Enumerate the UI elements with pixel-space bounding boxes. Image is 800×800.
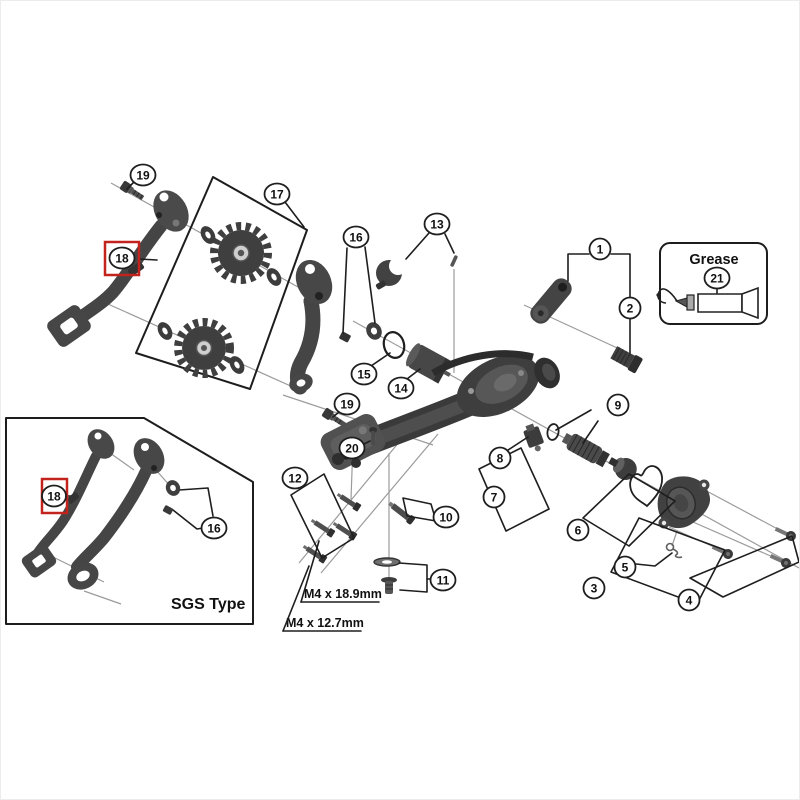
cable-fixing-clamp bbox=[523, 423, 544, 452]
svg-text:7: 7 bbox=[491, 491, 498, 505]
callout-1: 1 bbox=[588, 237, 612, 261]
cage-stopper-screw bbox=[373, 557, 401, 594]
sgs-inner-plate bbox=[21, 429, 115, 578]
bolt-size-long-label: M4 x 18.9mm bbox=[304, 587, 382, 601]
svg-text:3: 3 bbox=[591, 582, 598, 596]
callout-2: 2 bbox=[618, 296, 642, 320]
svg-text:9: 9 bbox=[615, 399, 622, 413]
grease-label: Grease bbox=[689, 252, 738, 268]
grease-tube-icon bbox=[656, 286, 759, 320]
callout-21: 21 bbox=[703, 266, 731, 290]
callout-10: 10 bbox=[432, 505, 460, 529]
svg-text:17: 17 bbox=[270, 188, 284, 202]
bolt-size-labels: M4 x 18.9mm M4 x 12.7mm bbox=[282, 540, 382, 632]
svg-text:2: 2 bbox=[627, 302, 634, 316]
adjust-screw bbox=[369, 427, 377, 445]
callout-4: 4 bbox=[677, 588, 701, 612]
callout-18-sgs: 18 bbox=[41, 484, 67, 508]
svg-text:4: 4 bbox=[686, 594, 693, 608]
svg-text:19: 19 bbox=[340, 398, 354, 412]
wire-clip bbox=[665, 542, 683, 559]
pulley-washers bbox=[157, 226, 282, 374]
spring-barrel bbox=[561, 433, 610, 468]
callout-3: 3 bbox=[582, 576, 606, 600]
svg-text:16: 16 bbox=[349, 231, 363, 245]
plug-knob bbox=[608, 457, 637, 480]
cover-gasket bbox=[629, 465, 663, 508]
stroke-bolt bbox=[388, 501, 415, 525]
svg-text:14: 14 bbox=[394, 382, 408, 396]
lower-pulley bbox=[174, 318, 234, 378]
snap-ring bbox=[382, 331, 406, 359]
svg-text:12: 12 bbox=[288, 472, 302, 486]
cable-guide bbox=[375, 257, 407, 290]
callout-7: 7 bbox=[482, 485, 506, 509]
callout-16-sgs: 16 bbox=[200, 516, 228, 540]
svg-text:18: 18 bbox=[47, 490, 61, 504]
callout-20: 20 bbox=[338, 436, 366, 460]
grease-box: Grease bbox=[656, 242, 768, 325]
bracket-axle-link bbox=[530, 278, 572, 324]
upper-pulley bbox=[210, 222, 272, 284]
svg-text:21: 21 bbox=[710, 272, 724, 286]
svg-text:1: 1 bbox=[597, 243, 604, 257]
svg-text:6: 6 bbox=[575, 524, 582, 538]
plate-screw-top bbox=[119, 181, 145, 201]
callouts: 1 2 3 4 5 6 7 8 9 10 11 12 13 14 15 16 1… bbox=[41, 163, 731, 612]
sgs-plate-washer bbox=[165, 480, 181, 496]
outer-plate bbox=[289, 259, 333, 395]
plate-bushing bbox=[339, 331, 351, 343]
bolt-size-short-label: M4 x 12.7mm bbox=[286, 616, 364, 630]
svg-text:20: 20 bbox=[345, 442, 359, 456]
axis-lines bbox=[52, 182, 799, 605]
callout-8: 8 bbox=[488, 446, 512, 470]
callout-14: 14 bbox=[387, 376, 415, 400]
callout-19-top: 19 bbox=[129, 163, 157, 187]
guide-pin bbox=[450, 255, 458, 267]
sgs-outer-plate bbox=[67, 438, 165, 590]
callout-12: 12 bbox=[281, 466, 309, 490]
cover-screw-c bbox=[769, 554, 791, 568]
cover-screw-a bbox=[711, 545, 733, 559]
callout-18-top: 18 bbox=[108, 246, 136, 270]
bracket-bolt bbox=[610, 346, 643, 373]
sgs-plate-bushing bbox=[162, 505, 174, 515]
callout-17: 17 bbox=[263, 182, 291, 206]
sgs-type-label: SGS Type bbox=[171, 596, 245, 613]
highlight-box-18-top bbox=[103, 240, 141, 277]
callout-leaders bbox=[66, 181, 799, 605]
o-ring bbox=[546, 423, 560, 441]
callout-15: 15 bbox=[350, 362, 378, 386]
callout-6: 6 bbox=[566, 518, 590, 542]
svg-text:16: 16 bbox=[207, 522, 221, 536]
pulley-group-box bbox=[135, 176, 308, 390]
svg-text:18: 18 bbox=[115, 252, 129, 266]
cover-unit bbox=[657, 476, 711, 529]
inner-plate bbox=[47, 190, 189, 347]
svg-text:19: 19 bbox=[136, 169, 150, 183]
svg-text:11: 11 bbox=[437, 574, 450, 588]
svg-text:10: 10 bbox=[439, 511, 453, 525]
callout-13: 13 bbox=[423, 212, 451, 236]
svg-text:13: 13 bbox=[430, 218, 444, 232]
callout-11: 11 bbox=[429, 568, 457, 592]
callout-16: 16 bbox=[342, 225, 370, 249]
mount-bolts bbox=[302, 493, 362, 564]
svg-text:15: 15 bbox=[357, 368, 371, 382]
cover-screw-b bbox=[774, 527, 796, 541]
callout-5: 5 bbox=[613, 555, 637, 579]
svg-text:5: 5 bbox=[622, 561, 629, 575]
callout-19-mid: 19 bbox=[333, 392, 361, 416]
svg-text:8: 8 bbox=[497, 452, 504, 466]
sgs-box: SGS Type bbox=[5, 417, 254, 625]
callout-9: 9 bbox=[606, 393, 630, 417]
plate-washer bbox=[366, 322, 382, 340]
